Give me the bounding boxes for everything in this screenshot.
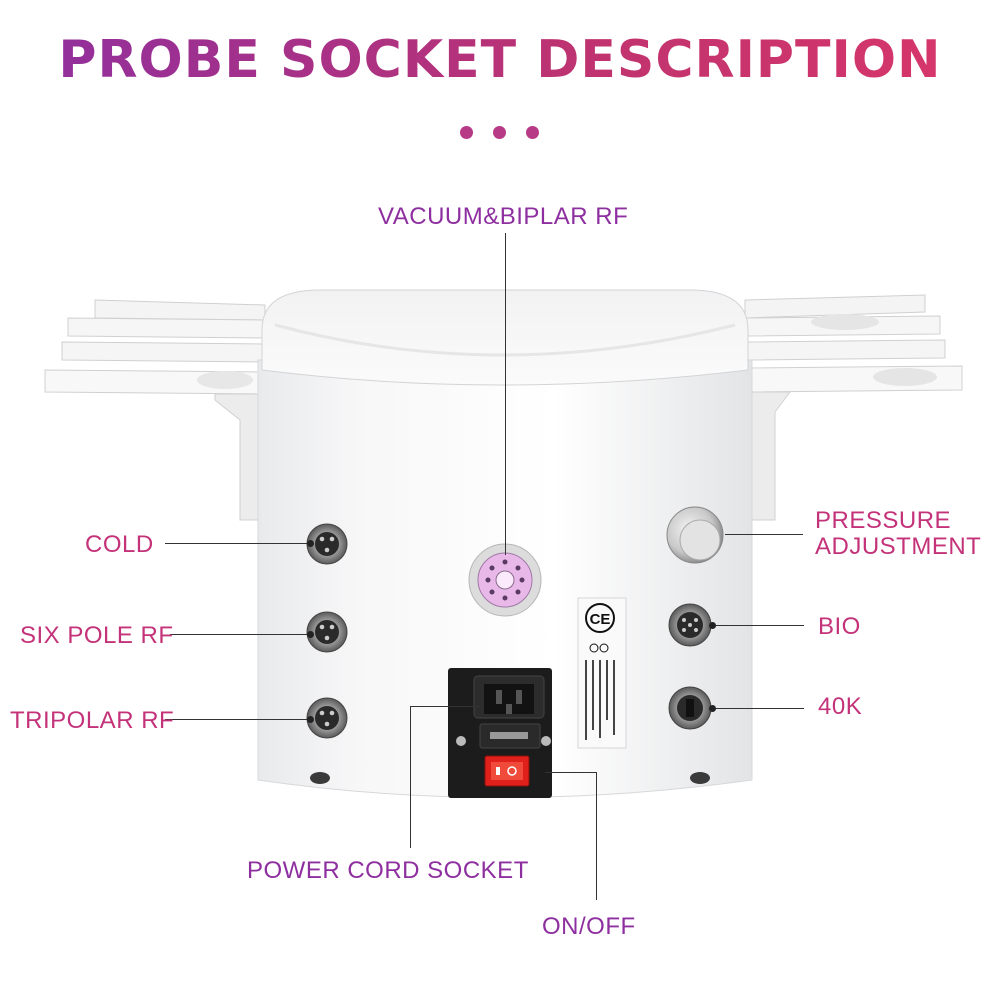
decorative-dots xyxy=(458,126,542,142)
label-pressure: PRESSURE xyxy=(815,507,952,534)
tripolar-pointer-dot xyxy=(307,716,314,723)
label-tripolar-rf: TRIPOLAR RF xyxy=(10,707,175,734)
label-on-off: ON/OFF xyxy=(542,913,636,940)
40k-socket[interactable] xyxy=(668,686,712,730)
label-vacuum-biplar-rf: VACUUM&BIPLAR RF xyxy=(378,203,629,230)
40k-leader-line xyxy=(712,708,804,709)
pressure-knob[interactable] xyxy=(666,506,724,564)
label-six-pole-rf: SIX POLE RF xyxy=(20,622,174,649)
dot-icon xyxy=(460,126,473,139)
cold-socket[interactable] xyxy=(306,523,348,565)
label-cold: COLD xyxy=(85,531,154,558)
power-switch[interactable] xyxy=(484,755,530,787)
power-cord-leader-horizontal xyxy=(410,706,480,707)
label-adjustment: ADJUSTMENT xyxy=(815,533,982,560)
svg-text:CE: CE xyxy=(590,611,611,628)
six-pole-leader-line xyxy=(170,634,310,635)
label-40k: 40K xyxy=(818,693,863,720)
on-off-leader-horizontal xyxy=(545,772,597,773)
spec-sticker: CE xyxy=(577,597,627,749)
right-probe-holder xyxy=(744,294,963,521)
vacuum-leader-line xyxy=(505,233,506,555)
tripolar-leader-line xyxy=(165,719,310,720)
dot-icon xyxy=(526,126,539,139)
dot-icon xyxy=(493,126,506,139)
bio-socket[interactable] xyxy=(668,603,712,647)
bio-pointer-dot xyxy=(709,622,716,629)
cold-leader-line xyxy=(165,543,310,544)
bio-leader-line xyxy=(712,625,804,626)
cold-pointer-dot xyxy=(307,540,314,547)
vacuum-socket[interactable] xyxy=(468,543,542,617)
label-power-cord-socket: POWER CORD SOCKET xyxy=(247,857,529,884)
40k-pointer-dot xyxy=(709,705,716,712)
page-title: PROBE SOCKET DESCRIPTION xyxy=(0,30,1000,90)
pressure-leader-line xyxy=(725,534,803,535)
on-off-leader-vertical xyxy=(596,772,597,900)
power-cord-leader-vertical xyxy=(410,706,411,848)
label-bio: BIO xyxy=(818,613,861,640)
six-pole-rf-socket[interactable] xyxy=(306,611,348,653)
left-probe-holder xyxy=(44,299,266,521)
six-pole-pointer-dot xyxy=(307,631,314,638)
